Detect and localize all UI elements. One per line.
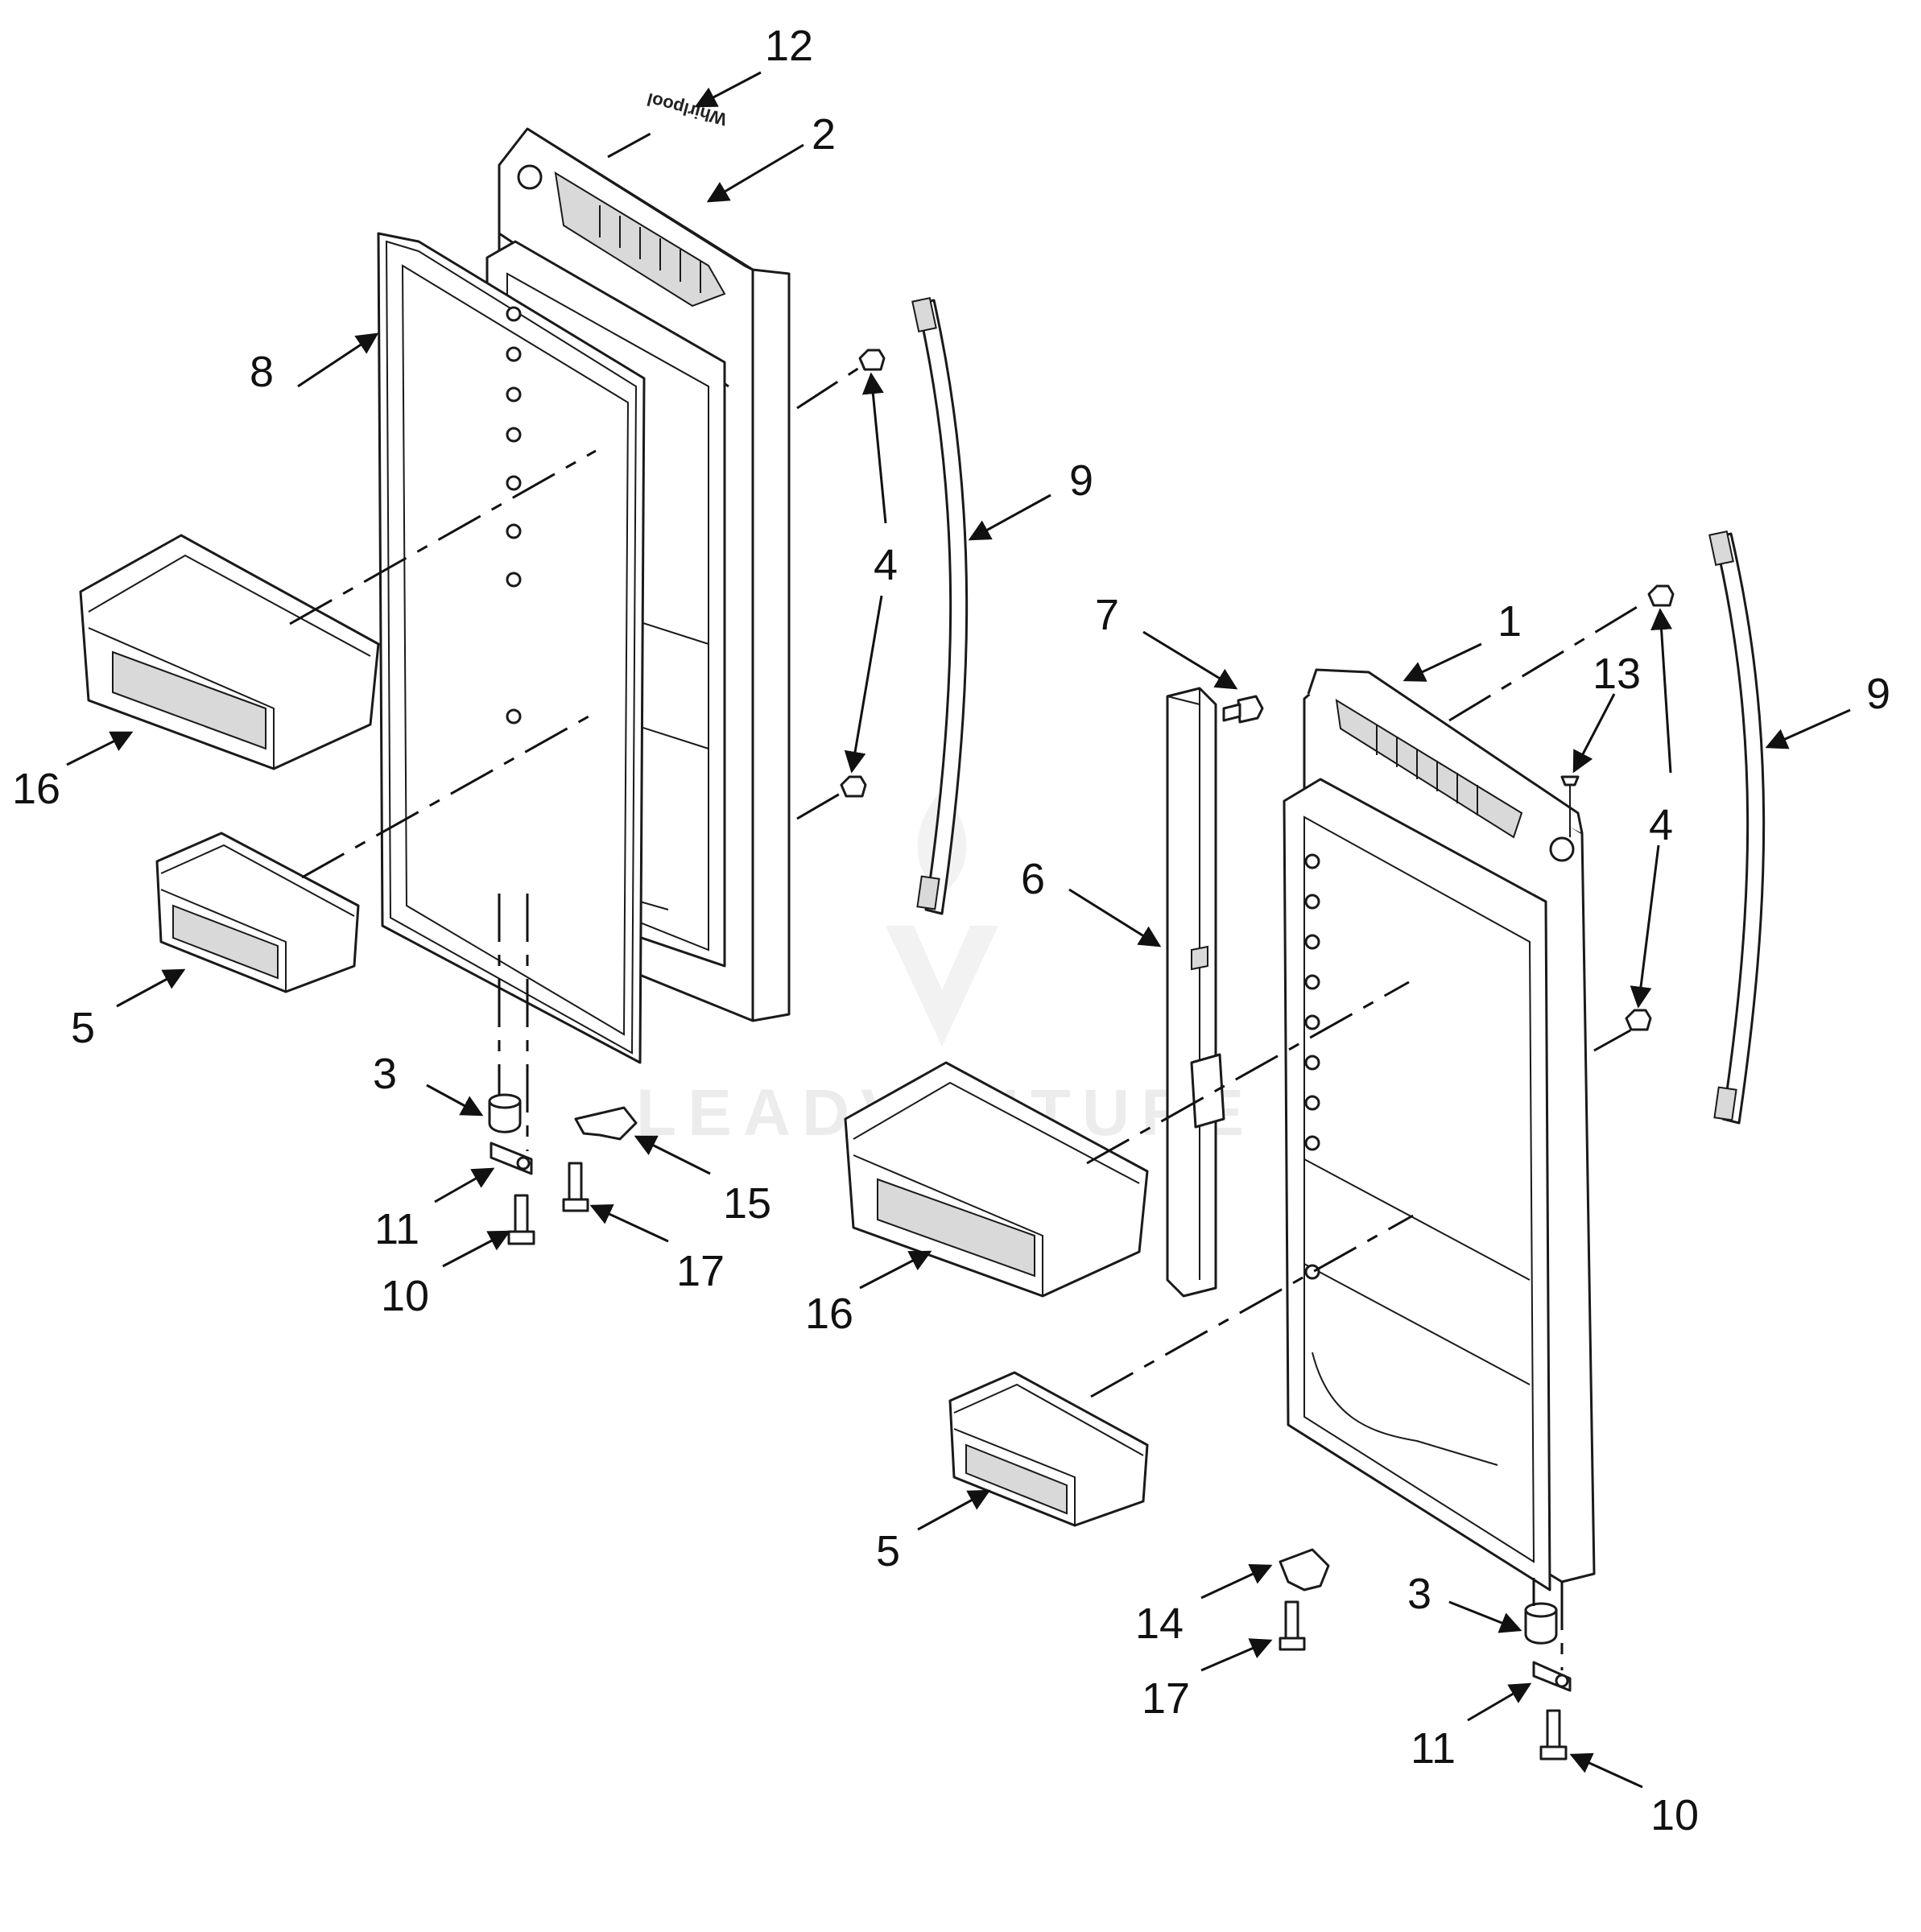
callout-6: 6: [1021, 855, 1045, 903]
callout-1: 1: [1498, 597, 1522, 646]
door-handle-right: [1708, 530, 1766, 1125]
callout-10-left: 10: [381, 1272, 429, 1320]
callout-11-left: 11: [374, 1205, 419, 1253]
left-door-assembly: Whirlpool: [79, 89, 969, 1245]
callout-5-left: 5: [71, 1004, 95, 1052]
callout-13: 13: [1593, 650, 1641, 698]
shelf-studs-right: [1304, 853, 1320, 1280]
door-stop-left: [562, 1106, 638, 1212]
callout-14: 14: [1135, 1600, 1184, 1648]
callout-12: 12: [765, 22, 813, 70]
door-shell-right: [1283, 668, 1596, 1591]
handle-studs-left: [840, 349, 886, 798]
handle-studs-right: [1625, 584, 1675, 1031]
callout-4-right: 4: [1649, 801, 1673, 849]
callout-17-left: 17: [676, 1247, 725, 1295]
mullion-flipper: [1166, 687, 1225, 1298]
callout-leaders: [66, 71, 1851, 1789]
callout-15: 15: [723, 1179, 771, 1228]
door-stop-right: [1279, 1548, 1330, 1651]
callout-9-left: 9: [1069, 456, 1093, 505]
door-bin-large-right: [844, 1061, 1149, 1298]
door-bin-small-left: [155, 832, 360, 993]
callout-11-right: 11: [1411, 1724, 1456, 1773]
hinge-hardware-right: [1524, 1602, 1572, 1761]
hinge-hardware-left: [488, 1093, 535, 1245]
mullion-screw: [1222, 695, 1264, 724]
callout-labels: 12 2 8 9 4 16 5 3 11 10 15 17 7 1 13 9 4…: [12, 22, 1890, 1839]
callout-16-left: 16: [12, 765, 60, 813]
shelf-studs-left: [506, 306, 522, 724]
callout-3-right: 3: [1407, 1570, 1431, 1618]
callout-10-right: 10: [1650, 1791, 1699, 1839]
watermark-v-icon: [886, 926, 998, 1046]
callout-3-left: 3: [373, 1050, 397, 1098]
callout-5-right: 5: [876, 1527, 900, 1575]
door-bin-small-right: [948, 1371, 1149, 1527]
callout-17-right: 17: [1142, 1674, 1190, 1723]
door-gasket-left: [377, 232, 646, 1064]
callout-4-left: 4: [874, 541, 898, 589]
callout-9-right: 9: [1866, 670, 1890, 718]
right-door-assembly: [844, 530, 1766, 1761]
callout-8: 8: [250, 348, 274, 396]
callout-7: 7: [1095, 591, 1119, 639]
door-bin-large-left: [79, 534, 380, 770]
door-handle-left: [911, 296, 969, 915]
callout-2: 2: [812, 110, 836, 159]
handle-screw-13: [1560, 775, 1580, 837]
callout-16-right: 16: [805, 1290, 853, 1338]
